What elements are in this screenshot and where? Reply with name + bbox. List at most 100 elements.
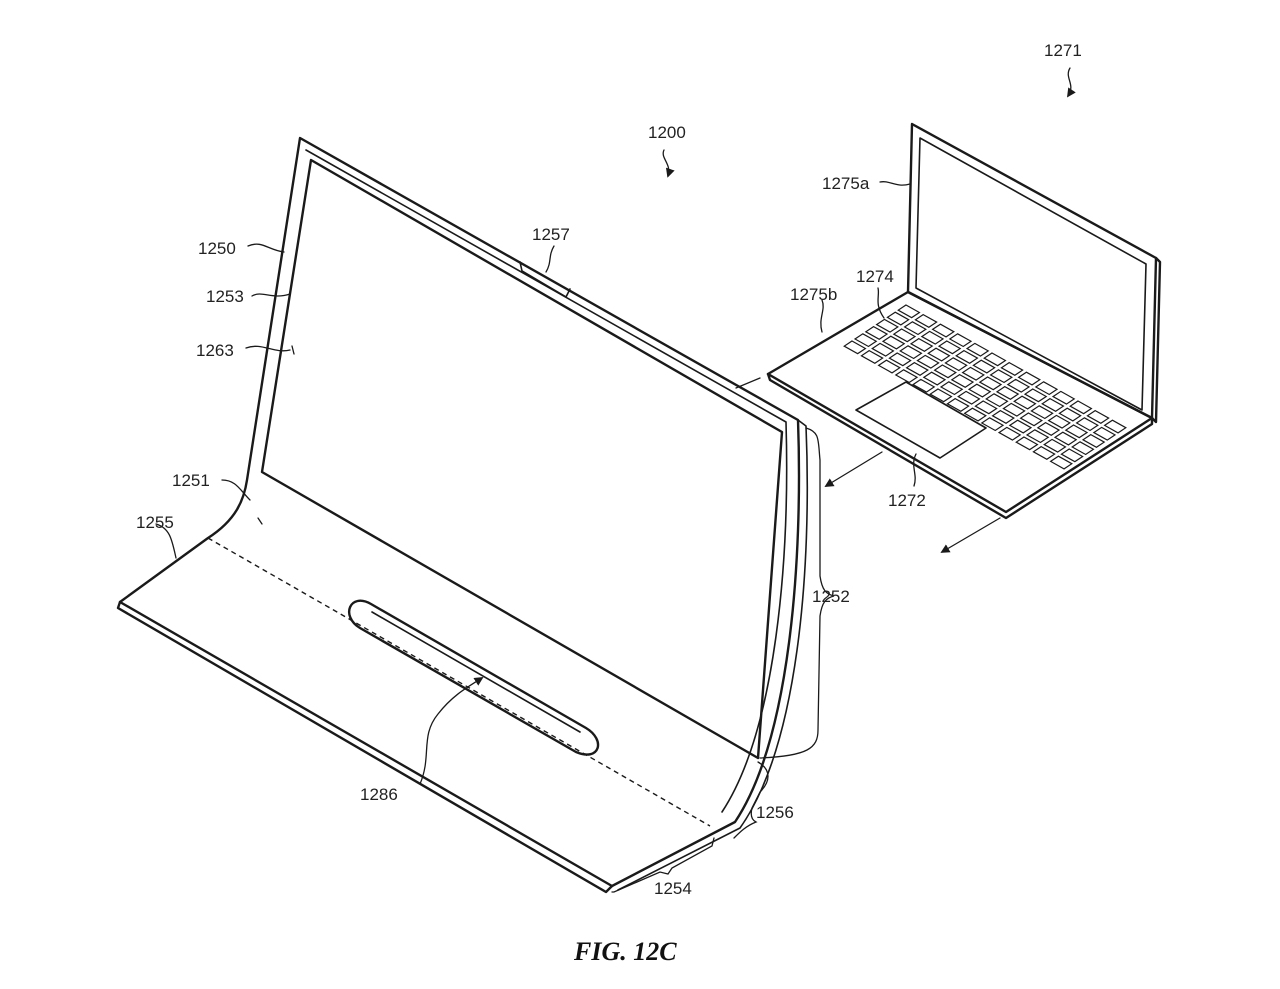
keyboard-key [972,359,996,374]
keyboard-key [1023,388,1048,403]
keyboard-key [995,385,1020,400]
laptop-keyboard [843,304,1127,470]
connector-laptop [735,377,761,389]
keyboard-key [881,335,906,350]
display-outer-edge [118,136,801,888]
keyboard-key [853,333,878,348]
label-1250: 1250 [198,239,236,258]
keyboard-key [937,340,962,355]
keyboard-key [1103,419,1127,434]
keyboard-key [1060,448,1084,463]
base-front-thickness [116,600,614,894]
base-slot-inner [371,611,581,733]
leader-1251 [221,479,251,501]
keyboard-key [985,393,1009,408]
arrow-1286 [419,677,484,785]
display-bezel [305,149,788,813]
keyboard-key [909,337,934,352]
keyboard-key [927,347,951,362]
keyboard-key [961,366,985,381]
keyboard-key [903,321,927,336]
bracket-1256 [733,761,769,839]
keyboard-key [843,340,867,355]
label-1253: 1253 [206,287,244,306]
keyboard-key [939,381,964,396]
keyboard-key [950,373,975,388]
label-1255: 1255 [136,513,174,532]
keyboard-key [1019,412,1043,427]
keyboard-key [929,388,953,403]
leader-1263 [245,345,295,355]
keyboard-key [1075,417,1099,432]
leader-1257 [545,245,555,273]
keyboard-key [892,328,917,343]
laptop-deck-thickness [766,372,1154,520]
keyboard-key [920,330,945,345]
keyboard-key [1041,397,1065,412]
keyboard-key [1071,441,1095,456]
keyboard-key [916,354,940,369]
curved-display-device [116,136,835,894]
keyboard-key [860,349,884,364]
keyboard-key [1043,438,1067,453]
keyboard-key [1008,419,1033,434]
leader-1275a [879,181,911,186]
label-1257: 1257 [532,225,570,244]
keyboard-key [1047,414,1071,429]
leader-1251-tick [257,517,263,525]
laptop-screen [915,137,1147,411]
keyboard-key [931,323,955,338]
keyboard-key [922,371,947,386]
keyboard-key [1015,436,1039,451]
leader-1274 [877,287,885,319]
leader-1272 [913,453,917,487]
keyboard-key [974,400,998,415]
keyboard-key [933,364,957,379]
keyboard-key [991,409,1015,424]
keyboard-key [1013,395,1037,410]
label-1275b: 1275b [790,285,837,304]
keyboard-key [1092,426,1117,441]
keyboard-key [914,313,938,328]
keyboard-key [871,342,895,357]
keyboard-key [1036,421,1061,436]
keyboard-key [877,359,901,374]
bracket-1252 [759,427,835,759]
keyboard-key [946,397,970,412]
figure-caption: FIG. 12C [573,937,677,966]
keyboard-key [1030,405,1054,420]
keyboard-key [905,361,929,376]
laptop-deck [766,290,1154,514]
laptop-device [766,122,1162,520]
keyboard-key [875,318,899,333]
laptop-trackpad [855,381,987,459]
leader-1255 [155,523,177,559]
keyboard-key [1051,390,1076,405]
label-1272: 1272 [888,491,926,510]
keyboard-key [899,345,923,360]
keyboard-key [911,378,936,393]
keyboard-key [957,390,981,405]
keyboard-key [955,349,979,364]
keyboard-key [1017,371,1041,386]
keyboard-key [1086,409,1110,424]
keyboard-key [1081,433,1106,448]
camera-notch [519,261,571,298]
keyboard-key [963,407,987,422]
label-1200: 1200 [648,123,686,142]
keyboard-key [1000,361,1024,376]
label-1263: 1263 [196,341,234,360]
keyboard-key [983,352,1007,367]
label-1286: 1286 [360,785,398,804]
keyboard-key [1069,400,1093,415]
leader-1275b [820,299,824,333]
keyboard-key [1049,455,1073,470]
leader-lines [155,181,917,559]
keyboard-key [1032,445,1056,460]
keyboard-key [897,304,921,319]
keyboard-key [997,426,1022,441]
leader-1253 [251,293,291,297]
arrow-down-left-2 [940,517,1001,553]
label-1254: 1254 [654,879,692,898]
keyboard-key [944,357,968,372]
